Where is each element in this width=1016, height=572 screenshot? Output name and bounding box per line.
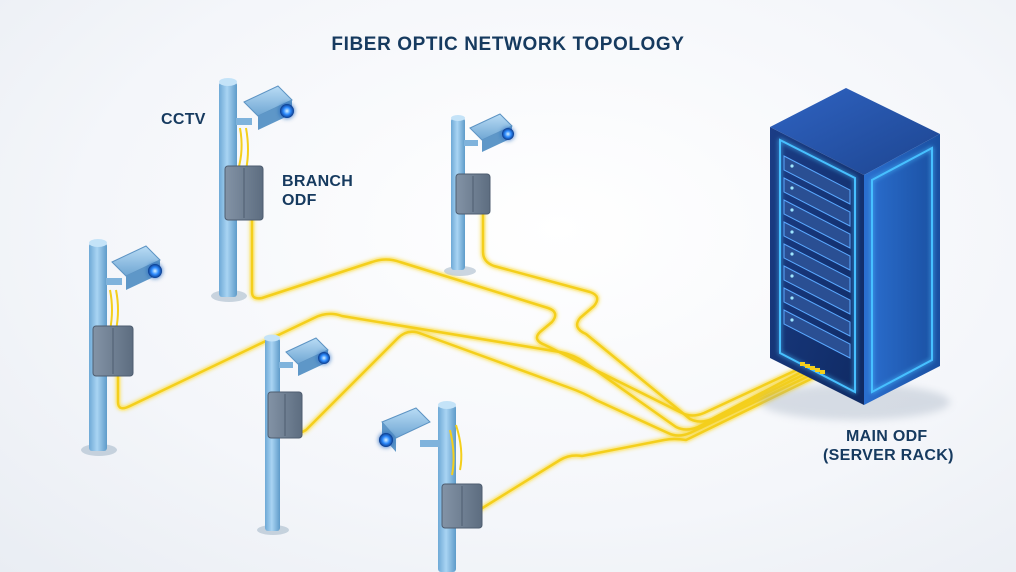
rack-fiber-ports — [800, 362, 825, 374]
cctv-camera-1 — [243, 85, 294, 130]
cctv-camera-5 — [379, 407, 431, 452]
cctv-camera-4 — [285, 337, 330, 376]
main-odf-label-line2: (SERVER RACK) — [823, 447, 954, 464]
branch-odf-box-5 — [441, 483, 483, 529]
fiber-cable-3 — [116, 312, 813, 431]
fiber-cable-2 — [481, 203, 809, 423]
cctv-camera-3 — [111, 245, 162, 290]
rack-status-leds — [790, 164, 794, 322]
diagram-title: FIBER OPTIC NETWORK TOPOLOGY — [331, 34, 685, 55]
branch-odf-box-3 — [92, 325, 134, 377]
cctv-label: CCTV — [161, 111, 206, 128]
pole-2 — [444, 113, 514, 276]
cctv-camera-2 — [469, 113, 514, 152]
branch-odf-box-2 — [455, 173, 491, 215]
branch-odf-label-line1: BRANCH — [282, 173, 354, 190]
rack-server-units — [783, 155, 851, 359]
pole-3 — [81, 239, 162, 456]
fiber-cable-1 — [250, 203, 805, 417]
main-odf-server-rack — [760, 88, 950, 420]
pole-5 — [379, 401, 483, 572]
branch-odf-box-1 — [224, 165, 264, 221]
branch-odf-label-line2: ODF — [282, 192, 317, 209]
pole-1 — [211, 78, 294, 302]
pole-4 — [257, 334, 330, 535]
main-odf-label-line1: MAIN ODF — [846, 428, 928, 445]
branch-odf-box-4 — [267, 391, 303, 439]
